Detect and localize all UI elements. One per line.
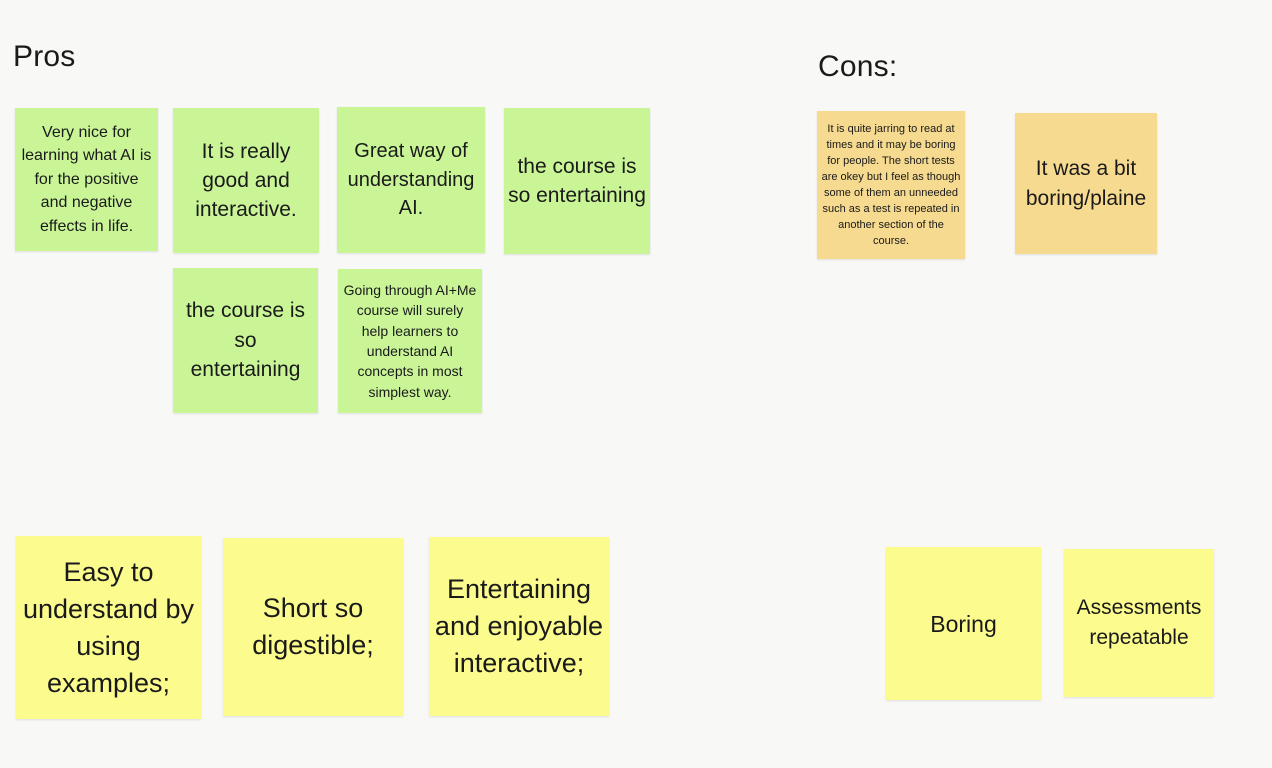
- pros-sticky-note-4-text: the course is so entertaining: [508, 154, 646, 208]
- pros-sticky-note-5[interactable]: the course is so entertaining: [173, 268, 318, 413]
- pros-sticky-note-2[interactable]: It is really good and interactive.: [173, 108, 319, 253]
- pros-heading: Pros: [13, 40, 76, 73]
- cons-heading: Cons:: [818, 50, 898, 83]
- pros-sticky-note-1-text: Very nice for learning what AI is for th…: [21, 123, 152, 235]
- pros-sticky-note-2-text: It is really good and interactive.: [195, 140, 297, 221]
- cons-sticky-note-2[interactable]: It was a bit boring/plaine: [1015, 113, 1157, 254]
- pros-sticky-note-9-text: Entertaining and enjoyable interactive;: [434, 574, 604, 678]
- cons-sticky-note-4-text: Assessments repeatable: [1076, 596, 1202, 649]
- cons-sticky-note-3[interactable]: Boring: [886, 547, 1041, 700]
- cons-sticky-note-1-text: It is quite jarring to read at times and…: [821, 123, 961, 247]
- pros-sticky-note-6-text: Going through AI+Me course will surely h…: [343, 282, 477, 400]
- cons-sticky-note-4[interactable]: Assessments repeatable: [1064, 549, 1214, 697]
- pros-sticky-note-4[interactable]: the course is so entertaining: [504, 108, 650, 254]
- pros-sticky-note-3-text: Great way of understanding AI.: [347, 140, 475, 220]
- cons-sticky-note-3-text: Boring: [930, 610, 997, 637]
- pros-sticky-note-5-text: the course is so entertaining: [185, 299, 306, 382]
- pros-sticky-note-7-text: Easy to understand by using examples;: [22, 556, 195, 698]
- cons-sticky-note-1[interactable]: It is quite jarring to read at times and…: [817, 111, 965, 259]
- pros-sticky-note-9[interactable]: Entertaining and enjoyable interactive;: [429, 537, 609, 716]
- pros-sticky-note-7[interactable]: Easy to understand by using examples;: [16, 536, 201, 719]
- pros-sticky-note-1[interactable]: Very nice for learning what AI is for th…: [15, 108, 158, 251]
- pros-sticky-note-6[interactable]: Going through AI+Me course will surely h…: [338, 269, 482, 413]
- pros-sticky-note-8-text: Short so digestible;: [252, 593, 374, 660]
- pros-sticky-note-8[interactable]: Short so digestible;: [223, 538, 403, 716]
- pros-sticky-note-3[interactable]: Great way of understanding AI.: [337, 107, 485, 253]
- cons-sticky-note-2-text: It was a bit boring/plaine: [1025, 157, 1147, 210]
